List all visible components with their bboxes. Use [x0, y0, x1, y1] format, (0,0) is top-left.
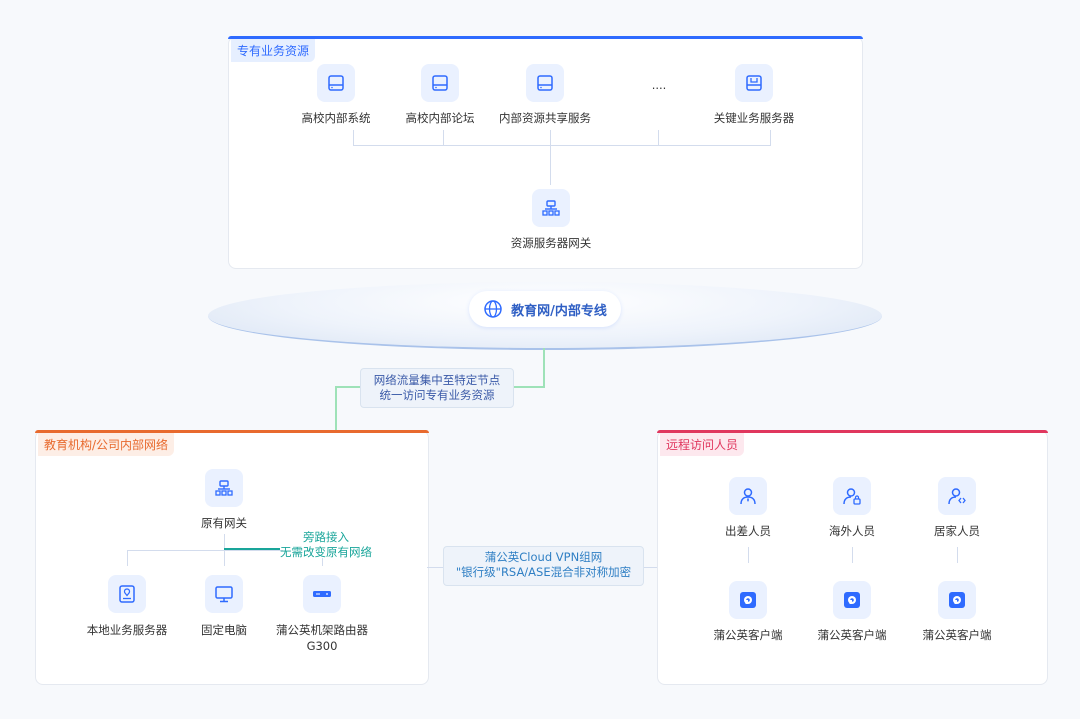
device-label: 蒲公英机架路由器: [276, 623, 368, 637]
resource-label: 内部资源共享服务: [499, 111, 591, 125]
client-label: 蒲公英客户端: [922, 628, 992, 642]
bypass-line2: 无需改变原有网络: [280, 545, 372, 559]
gateway-icon: [205, 469, 243, 507]
overseas-user-icon: [833, 477, 871, 515]
resource-label: 高校内部系统: [301, 111, 371, 125]
flow-note: 网络流量集中至特定节点 统一访问专有业务资源: [360, 368, 514, 408]
connector-line: [353, 130, 354, 145]
network-pill: 教育网/内部专线: [469, 291, 621, 327]
flow-note-line1: 网络流量集中至特定节点: [373, 373, 501, 387]
connector-line: [443, 130, 444, 145]
bypass-note: 旁路接入 无需改变原有网络: [280, 530, 372, 560]
connector-line: [658, 130, 659, 145]
remote-worker-icon: [938, 477, 976, 515]
key-server-icon: [735, 64, 773, 102]
bypass-line1: 旁路接入: [303, 530, 349, 544]
green-connector: [505, 386, 545, 388]
green-connector: [336, 386, 361, 388]
gateway-icon: [532, 189, 570, 227]
original-gateway-label: 原有网关: [201, 516, 247, 530]
server-icon: [526, 64, 564, 102]
connector-line: [770, 130, 771, 145]
gateway-label: 资源服务器网关: [510, 236, 592, 250]
pgy-client-icon: [729, 581, 767, 619]
green-connector: [335, 386, 337, 432]
connector-line: [852, 547, 853, 563]
resource-ellipsis: ....: [651, 78, 667, 92]
vpn-note-line1: 蒲公英Cloud VPN组网: [484, 550, 603, 564]
person-label: 海外人员: [829, 524, 875, 538]
connector-line: [353, 145, 771, 146]
device-label: 固定电脑: [201, 623, 247, 637]
vpn-connector: [642, 567, 658, 568]
client-label: 蒲公英客户端: [713, 628, 783, 642]
client-label: 蒲公英客户端: [817, 628, 887, 642]
vpn-note: 蒲公英Cloud VPN组网 "银行级"RSA/ASE混合非对称加密: [443, 546, 644, 586]
connector-line: [224, 550, 225, 566]
desktop-icon: [205, 575, 243, 613]
green-connector: [543, 348, 545, 388]
server-icon: [317, 64, 355, 102]
pgy-client-icon: [833, 581, 871, 619]
connector-line: [224, 534, 225, 550]
flow-note-line2: 统一访问专有业务资源: [379, 388, 495, 402]
person-label: 出差人员: [725, 524, 771, 538]
server-icon: [421, 64, 459, 102]
connector-line: [550, 130, 551, 185]
panel-top-border: [35, 430, 429, 433]
remote-tag: 远程访问人员: [660, 433, 745, 456]
connector-line: [957, 547, 958, 563]
network-label: 教育网/内部专线: [511, 303, 607, 319]
internal-tag: 教育机构/公司内部网络: [38, 433, 175, 456]
resource-label: 高校内部论坛: [405, 111, 475, 125]
router-model: G300: [306, 639, 338, 653]
router-icon: [303, 575, 341, 613]
bypass-line: [224, 548, 280, 550]
connector-line: [322, 558, 323, 566]
resource-label: 关键业务服务器: [713, 111, 795, 125]
panel-top-border: [228, 36, 863, 39]
person-label: 居家人员: [934, 524, 980, 538]
vpn-note-line2: "银行级"RSA/ASE混合非对称加密: [455, 565, 632, 579]
panel-top-border: [657, 430, 1048, 433]
connector-line: [127, 550, 128, 566]
pgy-client-icon: [938, 581, 976, 619]
globe-icon: [484, 300, 502, 318]
business-traveler-icon: [729, 477, 767, 515]
local-server-icon: [108, 575, 146, 613]
internal-panel: 教育机构/公司内部网络: [35, 430, 429, 685]
connector-line: [748, 547, 749, 563]
resources-tag: 专有业务资源: [231, 39, 316, 62]
device-label: 本地业务服务器: [86, 623, 168, 637]
connector-line: [127, 550, 283, 551]
vpn-connector: [427, 567, 443, 568]
